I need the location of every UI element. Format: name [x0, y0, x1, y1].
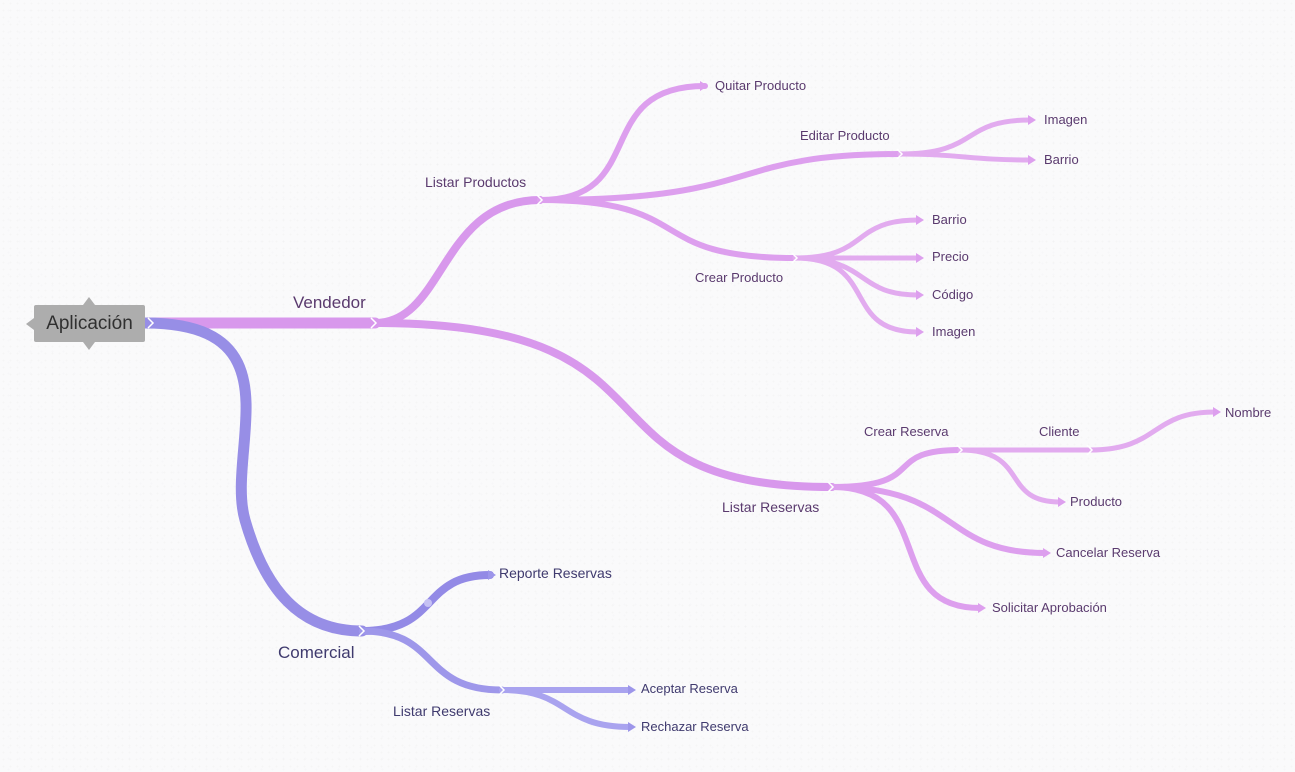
root-handle-top[interactable] [83, 297, 95, 305]
arrow-tip-crear-barrio [916, 215, 924, 225]
arrow-tip-editar-barrio [1028, 155, 1036, 165]
edge-quitar-producto [537, 83, 708, 203]
junction-chevron-crear [791, 252, 799, 264]
node-reporte-reservas[interactable]: Reporte Reservas [499, 565, 612, 581]
node-crear-reserva[interactable]: Crear Reserva [864, 424, 949, 439]
arrow-tip-nombre [1213, 407, 1221, 417]
edge-rechazar-reserva [499, 687, 633, 730]
node-solicitar-aprobacion[interactable]: Solicitar Aprobación [992, 600, 1107, 615]
node-listar-reservas[interactable]: Listar Reservas [722, 499, 820, 515]
edge-crear-imagen [792, 255, 921, 335]
junction-chevron-crear-reserva [956, 444, 964, 456]
node-producto[interactable]: Producto [1070, 494, 1123, 509]
edge-vendedor-listar-reservas [371, 319, 836, 491]
arrow-tip-cancelar [1043, 548, 1051, 558]
node-vendedor[interactable]: Vendedor [293, 293, 366, 312]
arrow-tip-quitar [700, 81, 708, 91]
edge-producto [957, 447, 1063, 505]
node-quitar-producto[interactable]: Quitar Producto [715, 78, 807, 93]
node-nombre[interactable]: Nombre [1225, 405, 1272, 420]
node-crear-imagen[interactable]: Imagen [932, 324, 976, 339]
edge-crear-barrio [792, 217, 921, 261]
node-crear-producto[interactable]: Crear Producto [695, 270, 784, 285]
edge-editar-producto [537, 151, 903, 203]
arrow-tip-crear-codigo [916, 290, 924, 300]
node-rechazar-reserva[interactable]: Rechazar Reserva [641, 719, 749, 734]
edge-solicitar-aprobacion [829, 484, 983, 611]
arrow-tip-aceptar [628, 685, 636, 695]
node-crear-precio[interactable]: Precio [932, 249, 969, 264]
root-handle-left[interactable] [26, 318, 34, 330]
node-listar-productos[interactable]: Listar Productos [425, 174, 527, 190]
node-crear-barrio[interactable]: Barrio [932, 212, 967, 227]
junction-chevron-comercial-listar [498, 684, 506, 696]
node-crear-codigo[interactable]: Código [932, 287, 974, 302]
junction-chevron-vendedor [370, 317, 378, 329]
edge-crear-producto [537, 197, 798, 261]
root-handle-bottom[interactable] [83, 342, 95, 350]
arrow-tip-producto [1058, 497, 1066, 507]
arrow-tip-crear-precio [916, 253, 924, 263]
junction-chevron-listar-reservas [827, 481, 835, 493]
edge-editar-barrio [897, 151, 1033, 163]
root-label: Aplicación [46, 312, 133, 334]
node-editar-producto[interactable]: Editar Producto [800, 128, 890, 143]
root-node[interactable]: Aplicación [34, 305, 145, 342]
junction-chevron-root [147, 317, 155, 329]
node-cliente[interactable]: Cliente [1039, 424, 1080, 439]
junction-chevron-listar-productos [536, 194, 544, 206]
junction-chevron-comercial [358, 625, 366, 637]
node-editar-barrio[interactable]: Barrio [1044, 152, 1079, 167]
arrow-tip-solicitar [978, 603, 986, 613]
edge-cancelar-reserva [829, 484, 1048, 556]
edge-nombre [1087, 409, 1218, 453]
junction-chevron-cliente [1086, 444, 1094, 456]
arrow-tip-reporte [488, 570, 496, 580]
arrow-tip-editar-imagen [1028, 115, 1036, 125]
edge-vendedor-listar-productos [371, 196, 544, 327]
edge-crear-reserva [829, 447, 963, 490]
junction-chevron-editar [896, 148, 904, 160]
node-cancelar-reserva[interactable]: Cancelar Reserva [1056, 545, 1161, 560]
node-editar-imagen[interactable]: Imagen [1044, 112, 1088, 127]
edge-root-comercial [139, 317, 368, 637]
edge-comercial-listar-reservas [358, 627, 506, 694]
node-comercial-listar-reservas[interactable]: Listar Reservas [393, 703, 491, 719]
node-aceptar-reserva[interactable]: Aceptar Reserva [641, 681, 738, 696]
arrow-tip-rechazar [628, 722, 636, 732]
edge-editar-imagen [897, 117, 1033, 157]
hover-dot [424, 599, 432, 607]
arrow-tip-crear-imagen [916, 327, 924, 337]
node-comercial[interactable]: Comercial [278, 643, 355, 662]
